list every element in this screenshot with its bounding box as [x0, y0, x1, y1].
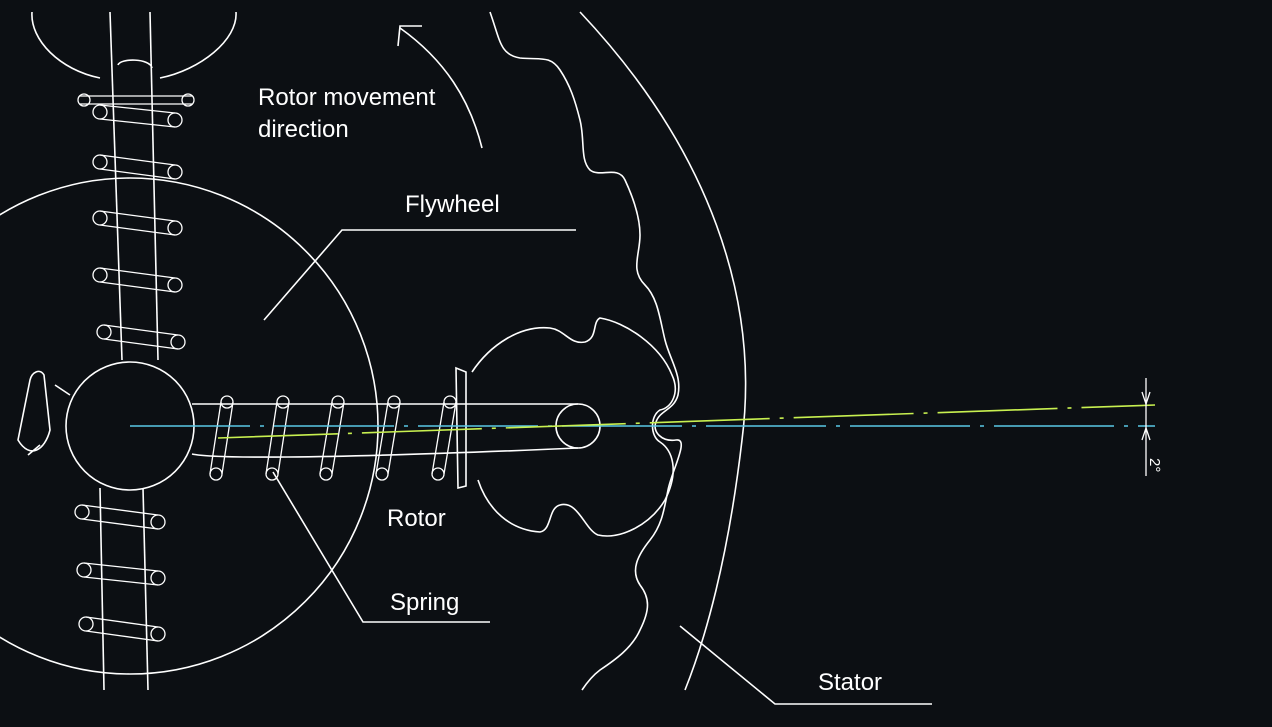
spring-retainer [455, 366, 467, 490]
spring-coil [265, 395, 290, 481]
angle-label: 2° [1146, 458, 1163, 472]
vertical-arm [99, 11, 159, 691]
spring-coil [74, 504, 166, 530]
spring-leader [272, 471, 490, 623]
lower-spring [74, 504, 166, 642]
spring-coil [96, 324, 186, 350]
spring-coil [92, 154, 183, 180]
spring-coil [92, 267, 183, 293]
flywheel-label: Flywheel [405, 191, 500, 218]
rotor-disk [471, 317, 676, 537]
spring-coil [76, 562, 166, 586]
spring-label: Spring [390, 589, 459, 616]
upper-lobe [31, 11, 237, 79]
spring-coil [375, 395, 401, 481]
spring-coil [78, 616, 166, 642]
spring-coil [92, 210, 183, 236]
spring-coil [319, 395, 345, 481]
rotor-label: Rotor [387, 505, 446, 532]
stator-tooth-profile [489, 11, 682, 691]
stator-label: Stator [818, 669, 882, 696]
horizontal-spring [209, 395, 457, 481]
direction-arrow [397, 25, 483, 149]
upper-spring [77, 93, 195, 350]
tilted-axis [217, 404, 1156, 439]
left-arm-stub [17, 370, 51, 452]
direction-label: direction [258, 116, 349, 143]
stator-outer-arc [579, 11, 747, 691]
angle-dimension: 2° [1141, 378, 1163, 476]
horizontal-rotor-arm [191, 403, 601, 458]
spring-coil [92, 104, 183, 128]
spring-coil [431, 395, 457, 481]
stator-leader [679, 625, 932, 705]
flywheel-leader [263, 229, 576, 321]
rotor-movement-label: Rotor movement [258, 84, 436, 111]
